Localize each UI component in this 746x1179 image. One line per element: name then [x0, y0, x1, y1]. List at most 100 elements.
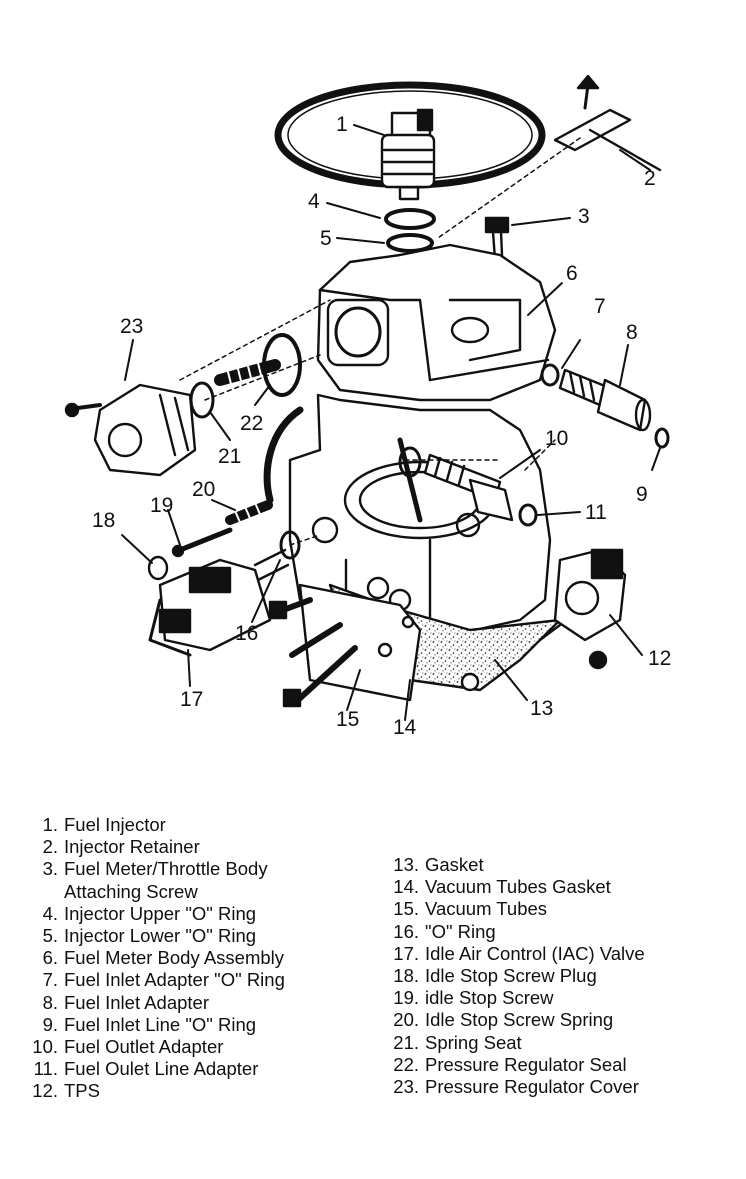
- callout-23: 23: [120, 315, 144, 338]
- legend-number: 19.: [393, 987, 419, 1009]
- injector-lower-o-ring: [386, 233, 434, 253]
- legend-label: Injector Retainer: [64, 836, 200, 858]
- legend-number: 4.: [42, 902, 58, 924]
- injector-retainer: [437, 74, 662, 239]
- legend-item: 21. Spring Seat: [385, 1032, 645, 1054]
- fuel-meter-body-assembly: [316, 243, 557, 402]
- legend-number: 5.: [42, 925, 58, 947]
- legend-number: 2.: [42, 836, 58, 858]
- legend-label: Vacuum Tubes: [425, 898, 548, 920]
- callout-17: 17: [180, 688, 204, 711]
- legend-right-column: 13.Gasket 14.Vacuum Tubes Gasket 15.Vacu…: [385, 854, 645, 1098]
- legend-number: 7.: [42, 969, 58, 991]
- legend-item: 20.Idle Stop Screw Spring: [385, 1009, 645, 1031]
- legend-label: Fuel Outlet Adapter: [64, 1036, 224, 1058]
- injector-upper-o-ring: [384, 208, 436, 230]
- legend-label: Injector Upper "O" Ring: [64, 902, 257, 924]
- callout-19: 19: [150, 494, 174, 517]
- callout-15: 15: [336, 708, 360, 731]
- legend-label: Pressure Regulator Seal: [425, 1053, 627, 1075]
- legend-item: 16."O" Ring: [385, 921, 645, 943]
- vacuum-tubes: [268, 597, 358, 708]
- legend-item: 9.Fuel Inlet Line "O" Ring: [30, 1014, 285, 1036]
- callout-22: 22: [240, 412, 264, 435]
- idle-stop-screw-plug: [147, 555, 169, 581]
- alignment-lines: [179, 299, 556, 546]
- callout-14: 14: [393, 716, 417, 739]
- legend-item: 11.Fuel Oulet Line Adapter: [30, 1058, 285, 1080]
- callout-3: 3: [578, 205, 590, 228]
- legend-item: 1. Fuel Injector: [30, 814, 285, 836]
- fuel-outlet-adapter: [398, 446, 514, 522]
- o-ring: [279, 530, 301, 560]
- fuel-inlet-adapter: [558, 368, 652, 432]
- legend-number: 23.: [393, 1076, 419, 1098]
- callout-9: 9: [636, 483, 648, 506]
- legend-number: 11.: [33, 1058, 58, 1080]
- callout-12: 12: [648, 647, 672, 670]
- legend-number: [30, 881, 58, 903]
- legend-label: Gasket: [425, 854, 484, 875]
- callout-2: 2: [644, 167, 656, 190]
- legend-number: 20.: [393, 1009, 419, 1031]
- legend-label: Fuel Inlet Line "O" Ring: [64, 1013, 257, 1035]
- fuel-inlet-line-o-ring: [654, 427, 670, 449]
- legend-item-continuation: Attaching Screw: [30, 881, 285, 903]
- idle-stop-screw-spring: [225, 500, 273, 528]
- legend-label: Vacuum Tubes Gasket: [425, 876, 611, 898]
- legend-number: 10.: [32, 1036, 58, 1058]
- callout-16: 16: [235, 622, 259, 645]
- legend-number: 1.: [42, 814, 58, 835]
- legend-number: 21.: [393, 1031, 419, 1053]
- legend-left-column: 1.Fuel Injector 2.Injector Retainer 3.Fu…: [30, 814, 285, 1103]
- legend-label: Pressure Regulator Cover: [425, 1076, 639, 1098]
- callout-13: 13: [530, 697, 554, 720]
- fuel-outlet-line-adapter-ring: [518, 503, 538, 527]
- legend-item: 12.TPS: [30, 1080, 285, 1102]
- legend-label: Fuel Injector: [64, 814, 166, 835]
- callout-1: 1: [336, 113, 348, 136]
- throttle-position-sensor: [538, 548, 627, 670]
- idle-stop-screw: [171, 527, 233, 558]
- legend-item: 6. Fuel Meter Body Assembly: [30, 947, 285, 969]
- legend-number: 18.: [393, 965, 419, 987]
- legend-number: 8.: [42, 991, 58, 1013]
- legend-item: 22. Pressure Regulator Seal: [385, 1054, 645, 1076]
- callout-18: 18: [92, 509, 116, 532]
- legend-item: 19. idle Stop Screw: [385, 987, 645, 1009]
- throttle-body-exploded-view: [64, 74, 670, 721]
- callout-20: 20: [192, 478, 216, 501]
- legend-item: 2. Injector Retainer: [30, 836, 285, 858]
- callout-7: 7: [594, 295, 606, 318]
- legend-number: 22.: [393, 1053, 419, 1075]
- legend-label: idle Stop Screw: [425, 987, 554, 1009]
- legend-label: Idle Stop Screw Plug: [425, 965, 597, 987]
- pressure-regulator-cover: [64, 383, 197, 477]
- legend-item: 17.Idle Air Control (IAC) Valve: [385, 942, 645, 965]
- legend-number: 3.: [42, 858, 58, 880]
- legend-number: 16.: [393, 920, 419, 942]
- callout-6: 6: [566, 262, 578, 285]
- pressure-regulator-seal: [214, 333, 302, 397]
- callout-10: 10: [545, 427, 569, 450]
- legend-label: Spring Seat: [425, 1031, 522, 1053]
- legend-number: 6.: [42, 947, 58, 969]
- fuel-inlet-adapter-o-ring: [540, 363, 560, 387]
- legend-item: 23. Pressure Regulator Cover: [385, 1076, 645, 1098]
- legend-item: 18. Idle Stop Screw Plug: [385, 965, 645, 987]
- legend-item: 7.Fuel Inlet Adapter "O" Ring: [30, 969, 285, 991]
- legend-item: 4. Injector Upper "O" Ring: [30, 903, 285, 925]
- legend-label: Fuel Meter Body Assembly: [64, 947, 285, 969]
- callout-21: 21: [218, 445, 242, 468]
- legend-label: Idle Air Control (IAC) Valve: [425, 942, 645, 964]
- legend-item: 15.Vacuum Tubes: [385, 898, 645, 920]
- callout-leader-lines: [121, 124, 661, 721]
- legend-item: 14. Vacuum Tubes Gasket: [385, 876, 645, 898]
- callout-8: 8: [626, 321, 638, 344]
- legend-item: 5. Injector Lower "O" Ring: [30, 925, 285, 947]
- legend-item: 3.Fuel Meter/Throttle Body: [30, 858, 285, 880]
- legend-label: Injector Lower "O" Ring: [64, 925, 257, 947]
- legend-number: 14.: [393, 876, 419, 898]
- legend-label: Fuel Inlet Adapter: [64, 991, 210, 1013]
- legend-item: 10. Fuel Outlet Adapter: [30, 1036, 285, 1058]
